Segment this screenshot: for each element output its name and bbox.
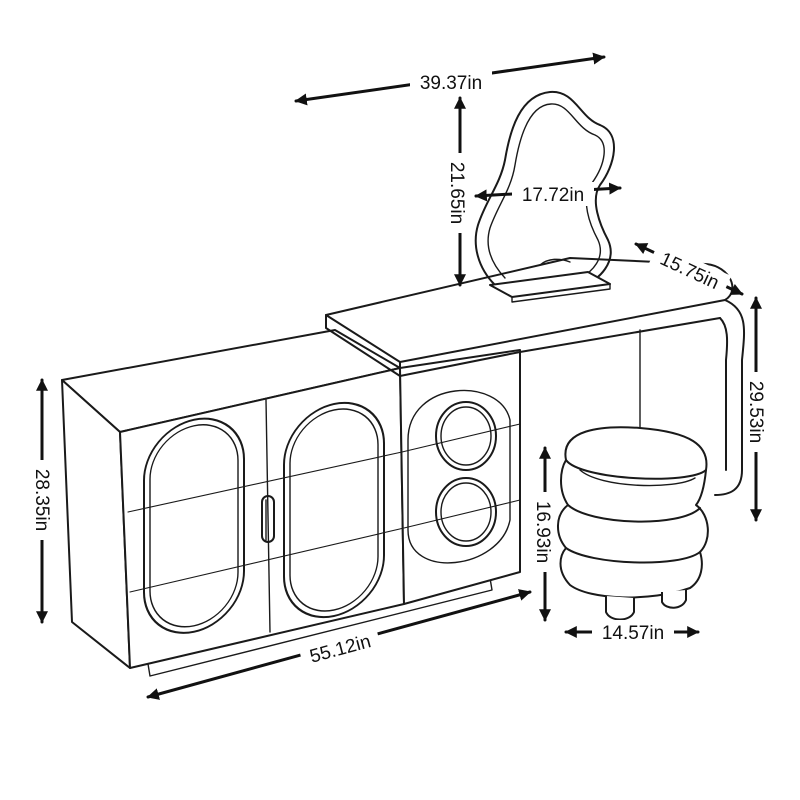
label-desk-height: 29.53in xyxy=(745,381,766,443)
drawer-circle-bottom xyxy=(435,477,497,547)
cabinet-handle xyxy=(261,495,275,543)
label-mirror-width: 17.72in xyxy=(522,185,584,206)
label-stool-height: 16.93in xyxy=(532,501,553,563)
label-cabinet-height: 28.35in xyxy=(31,469,52,531)
label-mirror-total-width: 39.37in xyxy=(420,73,482,94)
drawer-unit xyxy=(399,349,521,605)
stool-leg-left xyxy=(605,596,635,621)
label-mirror-height: 21.65in xyxy=(446,162,467,224)
dimension-labels: 39.37in 21.65in 17.72in 15.75in 29.53in … xyxy=(31,70,769,670)
round-stool xyxy=(557,426,709,599)
drawer-circle-top xyxy=(435,401,497,471)
label-stool-width: 14.57in xyxy=(602,623,664,644)
stool-leg-right xyxy=(661,590,687,609)
